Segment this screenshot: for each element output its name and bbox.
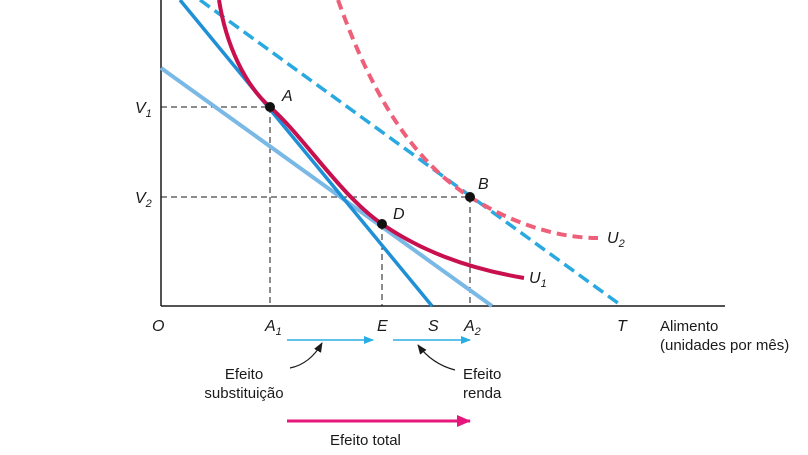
y-tick-v2: V2 [135, 190, 152, 210]
x-tick-a1: A1 [264, 318, 282, 338]
guide-lines [161, 106, 471, 306]
indifference-curve-u2 [336, 0, 599, 240]
curve-label-u2: U2 [607, 230, 625, 250]
indifference-curve-u1 [217, 0, 525, 280]
point-d [377, 219, 387, 229]
substitution-effect-label-1: Efeito [225, 366, 263, 383]
substitution-pointer [289, 342, 323, 369]
point-a-label: A [281, 88, 293, 105]
total-effect-label: Efeito total [330, 432, 401, 449]
income-effect-label-1: Efeito [463, 366, 501, 383]
x-tick-t: T [617, 318, 628, 335]
substitution-effect-label-2: substituição [204, 385, 283, 402]
curve-label-u1: U1 [529, 270, 547, 290]
budget-line-dashed [198, 0, 624, 308]
budget-line-dark [178, 0, 434, 308]
y-tick-v1: V1 [135, 100, 152, 120]
point-a [265, 102, 275, 112]
income-pointer [417, 344, 456, 371]
point-b [465, 192, 475, 202]
income-effect-label-2: renda [463, 385, 502, 402]
x-tick-a2: A2 [463, 318, 481, 338]
origin-label: O [152, 318, 164, 335]
x-tick-e: E [377, 318, 388, 335]
x-axis-title-line2: (unidades por mês) [660, 337, 789, 354]
budget-line-light [159, 66, 494, 308]
x-axis-title-line1: Alimento [660, 318, 718, 335]
point-b-label: B [478, 176, 489, 193]
point-d-label: D [393, 206, 405, 223]
x-tick-s: S [428, 318, 439, 335]
